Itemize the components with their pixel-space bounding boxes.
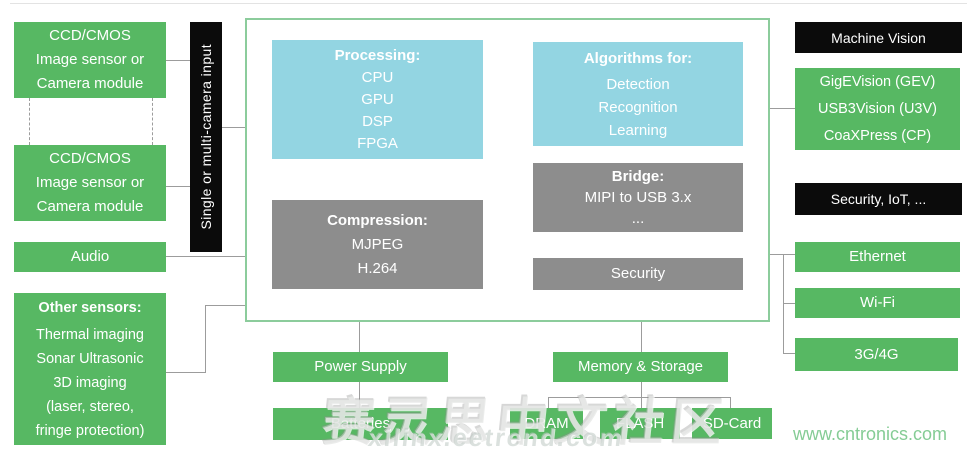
memory-storage-box: Memory & Storage [553,352,728,382]
connector-camera2-bar [166,186,190,187]
compression-item-mjpeg: MJPEG [351,235,404,253]
protocol-gigevision: GigEVision (GEV) [819,73,936,90]
camera2-line2: Image sensor or [35,174,145,191]
camera-input-bar: Single or multi-camera input [190,22,222,252]
other-sensors-line2: Sonar Ultrasonic [36,350,144,367]
watermark-site-text: xilinx.eetrend.com [366,424,626,452]
processing-item-dsp: DSP [362,112,393,130]
machine-vision-label: Machine Vision [831,29,926,46]
connector-sensors-elbow-top [205,305,245,306]
connector-memory-branch-bar [548,397,730,398]
protocol-usb3vision: USB3Vision (U3V) [817,100,937,117]
connector-bar-soc [222,127,245,128]
camera2-line3: Camera module [36,198,144,215]
protocol-coaxpress: CoaXPress (CP) [823,127,932,144]
algorithms-item-detection: Detection [606,75,670,93]
power-supply-label: Power Supply [314,358,407,375]
camera1-line1: CCD/CMOS [49,27,131,44]
connector-soc-power [359,322,360,352]
wifi-box: Wi-Fi [795,288,960,318]
algorithms-title: Algorithms for: [583,49,693,67]
audio-box: Audio [14,242,166,272]
camera1-line2: Image sensor or [35,51,145,68]
audio-label: Audio [70,248,110,265]
camera-ellipsis-dash-right [152,98,153,145]
connector-branch-dram [548,397,549,408]
security-label: Security [610,265,666,282]
compression-item-h264: H.264 [357,259,398,277]
dram-box: DRAM [510,408,583,439]
cellular-box: 3G/4G [795,338,958,371]
other-sensors-title: Other sensors: [38,299,142,316]
algorithms-item-learning: Learning [608,121,668,139]
bridge-item-mipi: MIPI to USB 3.x [584,189,692,206]
processing-item-gpu: GPU [361,90,394,108]
processing-title: Processing: [334,46,421,64]
other-sensors-line1: Thermal imaging [36,326,144,343]
camera-module-box-1: CCD/CMOS Image sensor or Camera module [14,22,166,98]
wifi-label: Wi-Fi [860,294,895,311]
other-sensors-line5: fringe protection) [35,422,145,439]
compression-box: Compression: MJPEG H.264 [272,200,483,289]
connector-audio-soc [166,256,245,257]
other-sensors-line4: (laser, stereo, [46,398,134,415]
connector-power-batteries [359,382,360,408]
sd-card-box: SD-Card [692,408,772,439]
sd-card-label: SD-Card [702,414,762,432]
ethernet-label: Ethernet [849,248,906,265]
connector-soc-memory [641,322,642,352]
flash-label: FLASH [615,414,665,432]
ethernet-box: Ethernet [795,242,960,272]
bridge-title: Bridge: [611,168,665,185]
other-sensors-box: Other sensors: Thermal imaging Sonar Ult… [14,293,166,445]
batteries-box: Batteries [273,408,448,440]
connector-branch-flash [641,397,642,408]
connector-camera1-bar [166,60,190,61]
camera1-line3: Camera module [36,75,144,92]
vision-protocols-box: GigEVision (GEV) USB3Vision (U3V) CoaXPr… [795,68,960,150]
machine-vision-header-box: Machine Vision [795,22,962,53]
batteries-label: Batteries [330,415,391,432]
processing-item-fpga: FPGA [357,134,398,152]
connector-trunk-cellular [783,353,795,354]
algorithms-item-recognition: Recognition [598,98,678,116]
connector-soc-ethernet [770,254,795,255]
other-sensors-line3: 3D imaging [53,374,127,391]
security-iot-label: Security, IoT, ... [830,191,927,207]
camera-ellipsis-dash-left [29,98,30,145]
bridge-box: Bridge: MIPI to USB 3.x ... [533,163,743,232]
connector-right-trunk [783,254,784,354]
connector-memory-branch [641,382,642,397]
camera-module-box-2: CCD/CMOS Image sensor or Camera module [14,145,166,221]
camera-input-bar-label: Single or multi-camera input [198,44,214,230]
connector-sensors-elbow-vertical [205,305,206,373]
dram-label: DRAM [524,414,569,432]
connector-sensors-elbow-bottom [166,372,206,373]
cellular-label: 3G/4G [854,345,899,363]
bridge-item-ellipsis: ... [631,210,645,227]
connector-trunk-wifi [783,303,795,304]
connector-soc-protocols [770,108,795,109]
power-supply-box: Power Supply [273,352,448,382]
camera2-line1: CCD/CMOS [49,150,131,167]
memory-storage-label: Memory & Storage [577,358,704,375]
top-border-line [10,3,967,4]
compression-title: Compression: [327,211,428,229]
connector-branch-sdcard [730,397,731,408]
algorithms-box: Algorithms for: Detection Recognition Le… [533,42,743,146]
processing-item-cpu: CPU [361,68,394,86]
security-iot-header-box: Security, IoT, ... [795,183,962,215]
flash-box: FLASH [600,408,680,439]
processing-box: Processing: CPU GPU DSP FPGA [272,40,483,159]
security-box: Security [533,258,743,290]
watermark-cntronics-text: www.cntronics.com [793,424,948,444]
